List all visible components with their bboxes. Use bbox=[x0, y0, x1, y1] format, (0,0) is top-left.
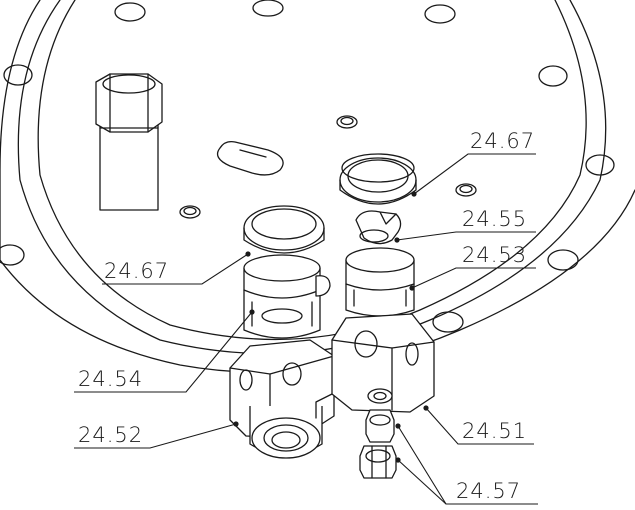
callout-label: 24.52 bbox=[78, 423, 143, 447]
right-nipple bbox=[345, 247, 415, 317]
callout-24-51: 24.51 bbox=[423, 405, 534, 445]
callout-label: 24.67 bbox=[104, 259, 169, 283]
elbow-fitting bbox=[355, 210, 402, 245]
callout-24-53: 24.53 bbox=[409, 243, 536, 291]
plate-features bbox=[179, 115, 477, 219]
callout-24-57: 24.57 bbox=[395, 423, 538, 505]
callout-label: 24.57 bbox=[456, 479, 521, 503]
seal-ring-left bbox=[243, 205, 325, 254]
pipe-fitting bbox=[95, 73, 163, 211]
callout-24-67-left: 24.67 bbox=[102, 251, 251, 285]
callout-24-52: 24.52 bbox=[74, 421, 239, 449]
left-hex-body bbox=[229, 339, 335, 459]
small-fittings bbox=[359, 388, 397, 479]
bolt-holes bbox=[0, 0, 615, 333]
callout-label: 24.51 bbox=[462, 419, 527, 443]
left-nipple bbox=[243, 254, 331, 339]
callout-label: 24.53 bbox=[462, 243, 527, 267]
callout-24-54: 24.54 bbox=[74, 309, 255, 393]
callout-24-55: 24.55 bbox=[394, 207, 536, 243]
right-hex-body bbox=[315, 313, 435, 419]
seal-ring-right bbox=[339, 153, 417, 205]
callout-label: 24.67 bbox=[470, 129, 535, 153]
callout-label: 24.55 bbox=[462, 207, 527, 231]
callout-24-67-right: 24.67 bbox=[411, 129, 536, 197]
callout-label: 24.54 bbox=[78, 367, 143, 391]
